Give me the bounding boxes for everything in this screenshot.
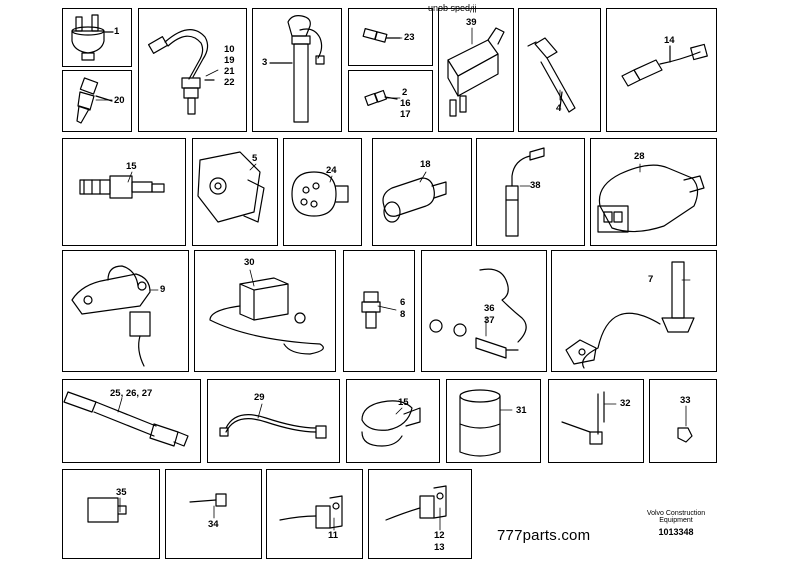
panel-item-15[interactable] (62, 138, 186, 246)
callout-30: 30 (244, 257, 255, 268)
panel-item-9[interactable] (62, 250, 189, 372)
part-29-drawing (219, 414, 327, 439)
panel-item-2-16-17[interactable] (348, 70, 433, 132)
part-15-drawing (79, 175, 165, 199)
callout-16: 16 (400, 98, 411, 109)
part-7-drawing (565, 261, 695, 369)
part-38-drawing (505, 147, 545, 237)
panel-item-15b[interactable] (346, 379, 440, 463)
part-12-drawing (385, 485, 447, 521)
part-6-drawing (361, 291, 381, 329)
part-20-drawing (76, 77, 113, 124)
callout-23: 23 (404, 32, 415, 43)
maker-name-line2: Equipment (659, 517, 693, 524)
panel-item-1[interactable] (62, 8, 132, 67)
callout-39: 39 (466, 17, 477, 28)
part-11-drawing (279, 495, 343, 529)
panel-item-23[interactable] (348, 8, 433, 66)
callout-8: 8 (400, 309, 406, 320)
callout-35: 35 (116, 487, 127, 498)
part-30-drawing (209, 277, 324, 355)
callout-5: 5 (252, 153, 258, 164)
panel-item-10-19-21-22[interactable] (138, 8, 247, 132)
callout-20: 20 (114, 95, 125, 106)
callout-9: 9 (160, 284, 166, 295)
part-1-drawing (71, 14, 114, 61)
part-14-drawing (621, 43, 708, 87)
top-code-text: ḷḷ/pəds qoun (428, 4, 477, 14)
panel-item-33[interactable] (649, 379, 717, 463)
part-23-drawing (362, 27, 401, 43)
part-15b-drawing (361, 400, 421, 447)
part-32-drawing (561, 391, 605, 445)
panel-item-3[interactable] (252, 8, 342, 132)
panel-item-20[interactable] (62, 70, 132, 132)
part-35-drawing (87, 497, 127, 523)
watermark: 777parts.com (497, 527, 591, 544)
callout-15b: 15 (398, 397, 409, 408)
panel-item-39[interactable] (438, 8, 514, 132)
callout-31: 31 (516, 405, 527, 416)
callout-37: 37 (484, 315, 495, 326)
callout-25-26-27: 25, 26, 27 (110, 388, 153, 399)
callout-33: 33 (680, 395, 691, 406)
callout-32: 32 (620, 398, 631, 409)
part-39-drawing (447, 27, 505, 117)
panel-item-35[interactable] (62, 469, 160, 559)
part-5-drawing (197, 151, 265, 223)
panel-item-6-8[interactable] (343, 250, 415, 372)
callout-24: 24 (326, 165, 337, 176)
part-36-drawing (429, 268, 527, 359)
part-33-drawing (677, 427, 693, 443)
document-number: 1013348 (658, 527, 694, 537)
callout-7: 7 (648, 274, 654, 285)
panel-item-18[interactable] (372, 138, 472, 246)
callout-22: 22 (224, 77, 235, 88)
callout-1: 1 (114, 26, 120, 37)
callout-2: 2 (402, 87, 408, 98)
panel-item-32[interactable] (548, 379, 644, 463)
part-10-drawing (147, 29, 215, 115)
panel-item-36-37[interactable] (421, 250, 547, 372)
part-18-drawing (382, 177, 447, 223)
panel-item-31[interactable] (446, 379, 541, 463)
panel-item-4[interactable] (518, 8, 601, 132)
callout-36: 36 (484, 303, 495, 314)
callout-12: 12 (434, 530, 445, 541)
panel-item-28[interactable] (590, 138, 717, 246)
callout-19: 19 (224, 55, 235, 66)
callout-21: 21 (224, 66, 235, 77)
panel-item-11[interactable] (266, 469, 363, 559)
callout-38: 38 (530, 180, 541, 191)
callout-6: 6 (400, 297, 406, 308)
panel-item-34[interactable] (165, 469, 262, 559)
part-28-drawing (597, 164, 705, 233)
callout-29: 29 (254, 392, 265, 403)
part-9-drawing (71, 265, 151, 367)
panel-item-29[interactable] (207, 379, 340, 463)
panel-item-24[interactable] (283, 138, 362, 246)
leader-lines (95, 27, 691, 531)
callout-17: 17 (400, 109, 411, 120)
callout-11: 11 (328, 530, 339, 541)
panel-item-25-26-27[interactable] (62, 379, 201, 463)
maker-name-line1: Volvo Construction (646, 510, 706, 517)
part-3-drawing (269, 15, 325, 123)
callout-13: 13 (434, 542, 445, 553)
callout-4: 4 (556, 103, 562, 114)
part-4-drawing (527, 37, 576, 113)
part-31-drawing (459, 389, 501, 457)
part-25-drawing (63, 391, 189, 447)
part-34-drawing (189, 493, 227, 507)
callout-10: 10 (224, 44, 235, 55)
callout-28: 28 (634, 151, 645, 162)
callout-3: 3 (262, 57, 268, 68)
callout-34: 34 (208, 519, 219, 530)
part-24-drawing (291, 171, 349, 217)
callout-14: 14 (664, 35, 675, 46)
callout-18: 18 (420, 159, 431, 170)
callout-15: 15 (126, 161, 137, 172)
